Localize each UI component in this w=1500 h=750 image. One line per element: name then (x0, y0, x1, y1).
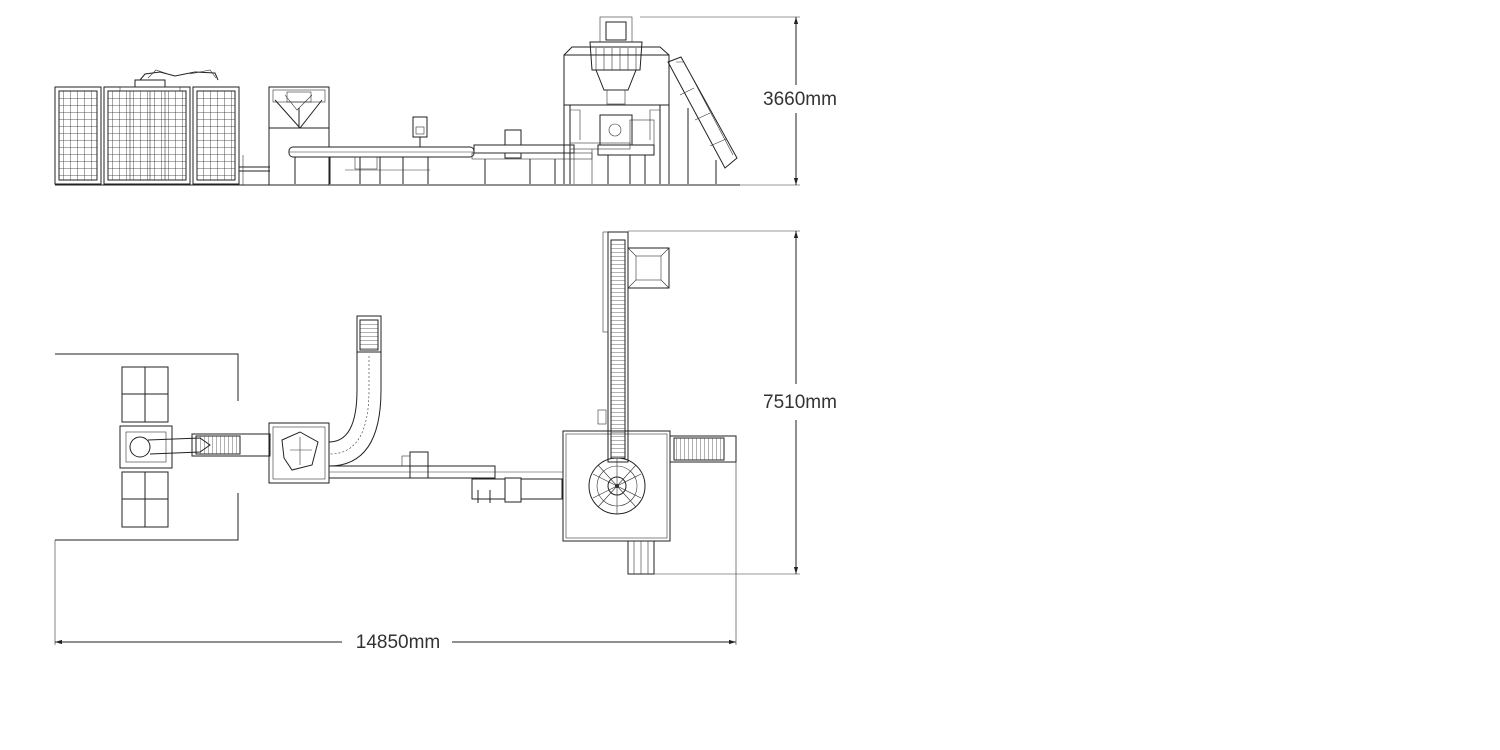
length-dimension-label: 14850mm (356, 632, 441, 653)
length-dimension: 14850mm (55, 462, 737, 653)
depth-dimension-label: 7510mm (763, 392, 837, 413)
plan-view: 7510mm 14850mm (54, 230, 837, 653)
palletizer-robot-arm (119, 69, 219, 180)
belt-conveyor-side (288, 116, 475, 184)
depth-dimension: 7510mm (628, 230, 837, 575)
incline-elevator-side (667, 56, 738, 184)
robot-base-plan (119, 425, 211, 469)
case-sealer-side (268, 86, 330, 186)
checkweigher-plan (471, 477, 563, 503)
curved-conveyor-plan (328, 315, 382, 467)
height-dimension-label: 3660mm (763, 89, 837, 110)
safety-fence-plan (54, 353, 239, 645)
safety-fence-side (54, 86, 240, 185)
case-sealer-plan (268, 422, 330, 484)
incline-elevator-plan (597, 231, 629, 463)
belt-conveyor-plan (328, 451, 563, 479)
multihead-weigher-side (563, 16, 670, 184)
pallets-plan (121, 366, 169, 528)
outfeed-conveyor-plan (669, 435, 737, 463)
discharge-chute-plan (627, 540, 655, 575)
feed-hopper-plan (627, 247, 670, 289)
height-dimension: 3660mm (640, 16, 837, 186)
side-elevation-view: 3660mm (54, 16, 837, 186)
